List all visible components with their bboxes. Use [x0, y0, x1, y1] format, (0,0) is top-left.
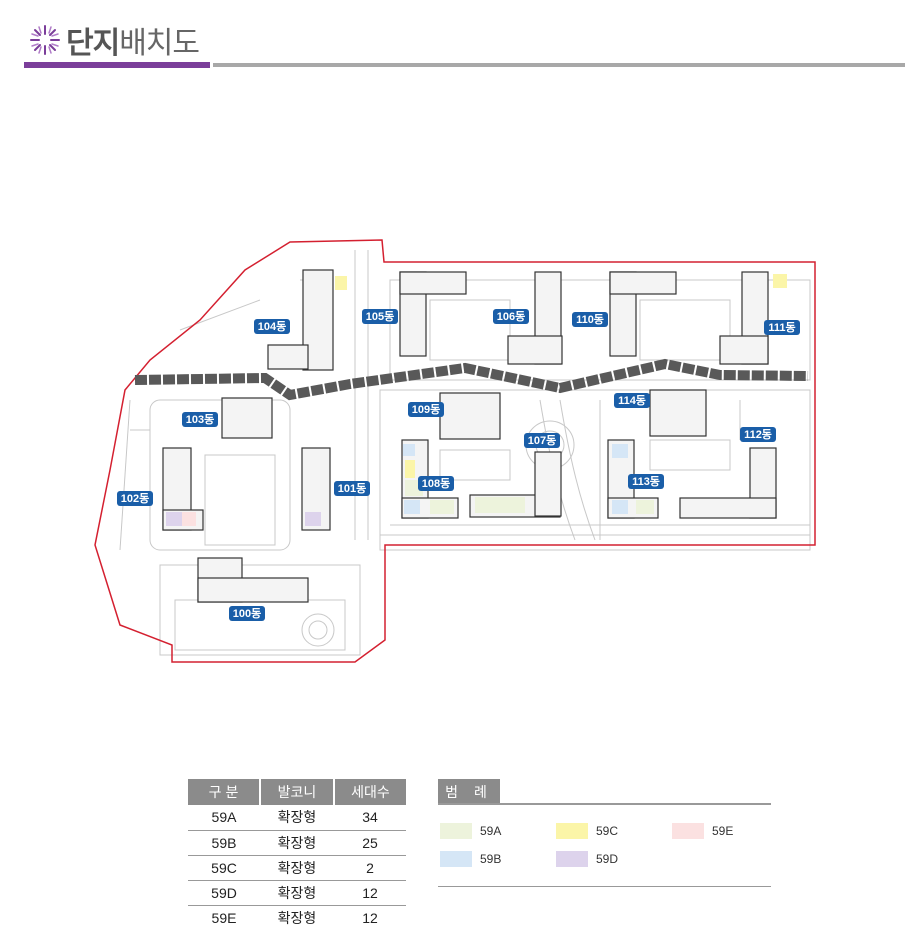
table-row: 59E 확장형 12	[188, 905, 406, 925]
building-label-107: 107동	[524, 433, 560, 448]
legend-label: 59B	[480, 852, 502, 866]
table-cell: 12	[334, 905, 406, 925]
legend-swatch	[556, 823, 588, 839]
table-cell: 59A	[188, 805, 260, 831]
legend-item-59c: 59C	[556, 823, 618, 839]
building-label-114: 114동	[614, 393, 650, 408]
svg-text:114동: 114동	[618, 394, 646, 407]
table-cell: 확장형	[260, 880, 334, 906]
svg-text:109동: 109동	[412, 403, 440, 416]
building-label-101: 101동	[334, 481, 370, 496]
table-header: 구 분	[188, 779, 261, 805]
svg-text:103동: 103동	[186, 413, 214, 426]
table-cell: 59E	[188, 905, 260, 925]
legend-item-59e: 59E	[672, 823, 733, 839]
table-row: 59B 확장형 25	[188, 830, 406, 856]
sparkle-icon	[30, 25, 60, 55]
building-label-109: 109동	[408, 402, 444, 417]
building-footprints	[162, 269, 777, 603]
table-cell: 확장형	[260, 855, 334, 881]
table-cell: 59C	[188, 855, 260, 881]
page-title-bold: 단지	[66, 27, 120, 60]
svg-text:107동: 107동	[528, 434, 556, 447]
table-cell: 확장형	[260, 905, 334, 925]
svg-text:110동: 110동	[576, 313, 604, 326]
table-row: 59D 확장형 12	[188, 880, 406, 906]
table-cell: 34	[334, 805, 406, 831]
title-underline-accent	[24, 62, 210, 68]
table-header: 세대수	[334, 779, 406, 805]
site-plan-map: 104동 105동 106동 110동 111동 103동 109동 114동 …	[94, 239, 816, 663]
page-header: 단지 배치도	[28, 20, 200, 60]
building-label-113: 113동	[628, 474, 664, 489]
legend-swatch	[440, 823, 472, 839]
legend-swatch	[556, 851, 588, 867]
svg-text:111동: 111동	[768, 321, 795, 334]
building-label-104: 104동	[254, 319, 290, 334]
table-cell: 25	[334, 830, 406, 856]
table-cell: 59D	[188, 880, 260, 906]
table-cell: 확장형	[260, 830, 334, 856]
legend-label: 59D	[596, 852, 619, 866]
building-label-111: 111동	[764, 320, 800, 335]
legend-label: 59E	[712, 824, 734, 838]
legend-item-59b: 59B	[440, 851, 501, 867]
table-row: 59A 확장형 34	[188, 805, 406, 831]
svg-text:113동: 113동	[632, 475, 660, 488]
building-label-108: 108동	[418, 476, 454, 491]
svg-text:104동: 104동	[258, 320, 286, 333]
building-label-110: 110동	[572, 312, 608, 327]
page-title-light: 배치도	[119, 27, 200, 60]
legend-swatch	[672, 823, 704, 839]
building-labels: 104동 105동 106동 110동 111동 103동 109동 114동 …	[117, 309, 800, 621]
svg-text:106동: 106동	[497, 310, 525, 323]
legend-divider-bottom	[438, 886, 771, 887]
svg-text:100동: 100동	[233, 607, 261, 620]
main-road	[134, 358, 809, 401]
legend-divider-top	[438, 803, 771, 805]
table-cell: 2	[334, 855, 406, 881]
legend-swatch	[440, 851, 472, 867]
svg-text:112동: 112동	[744, 428, 772, 441]
svg-text:101동: 101동	[338, 482, 366, 495]
legend-item-59d: 59D	[556, 851, 618, 867]
legend-title: 범 례	[438, 779, 500, 805]
svg-text:105동: 105동	[366, 310, 394, 323]
building-label-105: 105동	[362, 309, 398, 324]
unit-type-highlights	[166, 274, 787, 526]
title-underline	[213, 63, 905, 67]
legend-label: 59A	[480, 824, 502, 838]
table-cell: 12	[334, 880, 406, 906]
table-cell: 59B	[188, 830, 260, 856]
site-boundary	[94, 239, 816, 663]
building-label-103: 103동	[182, 412, 218, 427]
building-label-100: 100동	[229, 606, 265, 621]
building-label-106: 106동	[493, 309, 529, 324]
svg-text:102동: 102동	[121, 492, 149, 505]
svg-text:108동: 108동	[422, 477, 450, 490]
unit-count-table: 구 분 발코니 세대수 59A 확장형 34 59B 확장형 25 59C 확장…	[188, 779, 406, 925]
table-cell: 확장형	[260, 805, 334, 831]
table-header: 발코니	[260, 779, 335, 805]
legend-item-59a: 59A	[440, 823, 501, 839]
legend-label: 59C	[596, 824, 619, 838]
building-label-112: 112동	[740, 427, 776, 442]
building-label-102: 102동	[117, 491, 153, 506]
table-row: 59C 확장형 2	[188, 855, 406, 881]
